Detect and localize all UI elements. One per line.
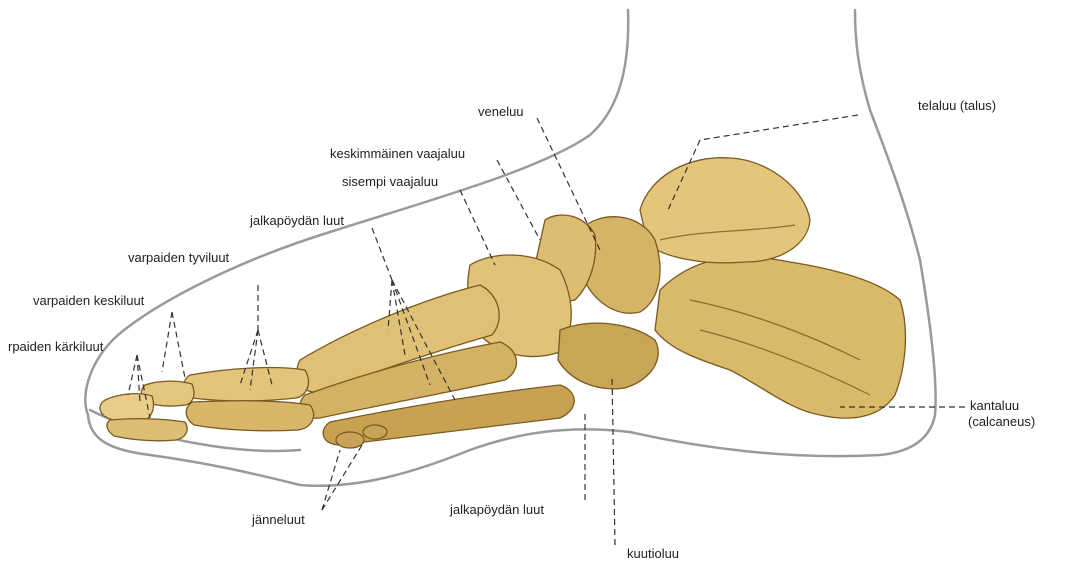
foot-bones	[100, 158, 905, 448]
label-varpaiden-keskiluut: varpaiden keskiluut	[33, 293, 145, 308]
label-jalkapoydan-luut-bottom: jalkapöydän luut	[449, 502, 544, 517]
proximal-phalanx-1	[184, 368, 308, 401]
label-kuutioluu: kuutioluu	[627, 546, 679, 561]
label-varpaiden-karkiluut: rpaiden kärkiluut	[8, 339, 104, 354]
label-janneluut: jänneluut	[251, 512, 305, 527]
talus-bone	[640, 158, 810, 263]
label-jalkapoydan-luut-top: jalkapöydän luut	[249, 213, 344, 228]
distal-phalanx-lower	[107, 419, 187, 441]
label-sisempi-vaajaluu: sisempi vaajaluu	[342, 174, 438, 189]
label-kantaluu: kantaluu	[970, 398, 1019, 413]
proximal-phalanx-2	[186, 401, 313, 431]
label-veneluu: veneluu	[478, 104, 524, 119]
sesamoid-bone	[336, 432, 364, 448]
label-telaluu: telaluu (talus)	[918, 98, 996, 113]
label-varpaiden-tyviluut: varpaiden tyviluut	[128, 250, 230, 265]
cuboid-bone	[558, 323, 658, 389]
label-calcaneus: (calcaneus)	[968, 414, 1035, 429]
label-keskimmainen-vaajaluu: keskimmäinen vaajaluu	[330, 146, 465, 161]
sesamoid-bone	[363, 425, 387, 439]
